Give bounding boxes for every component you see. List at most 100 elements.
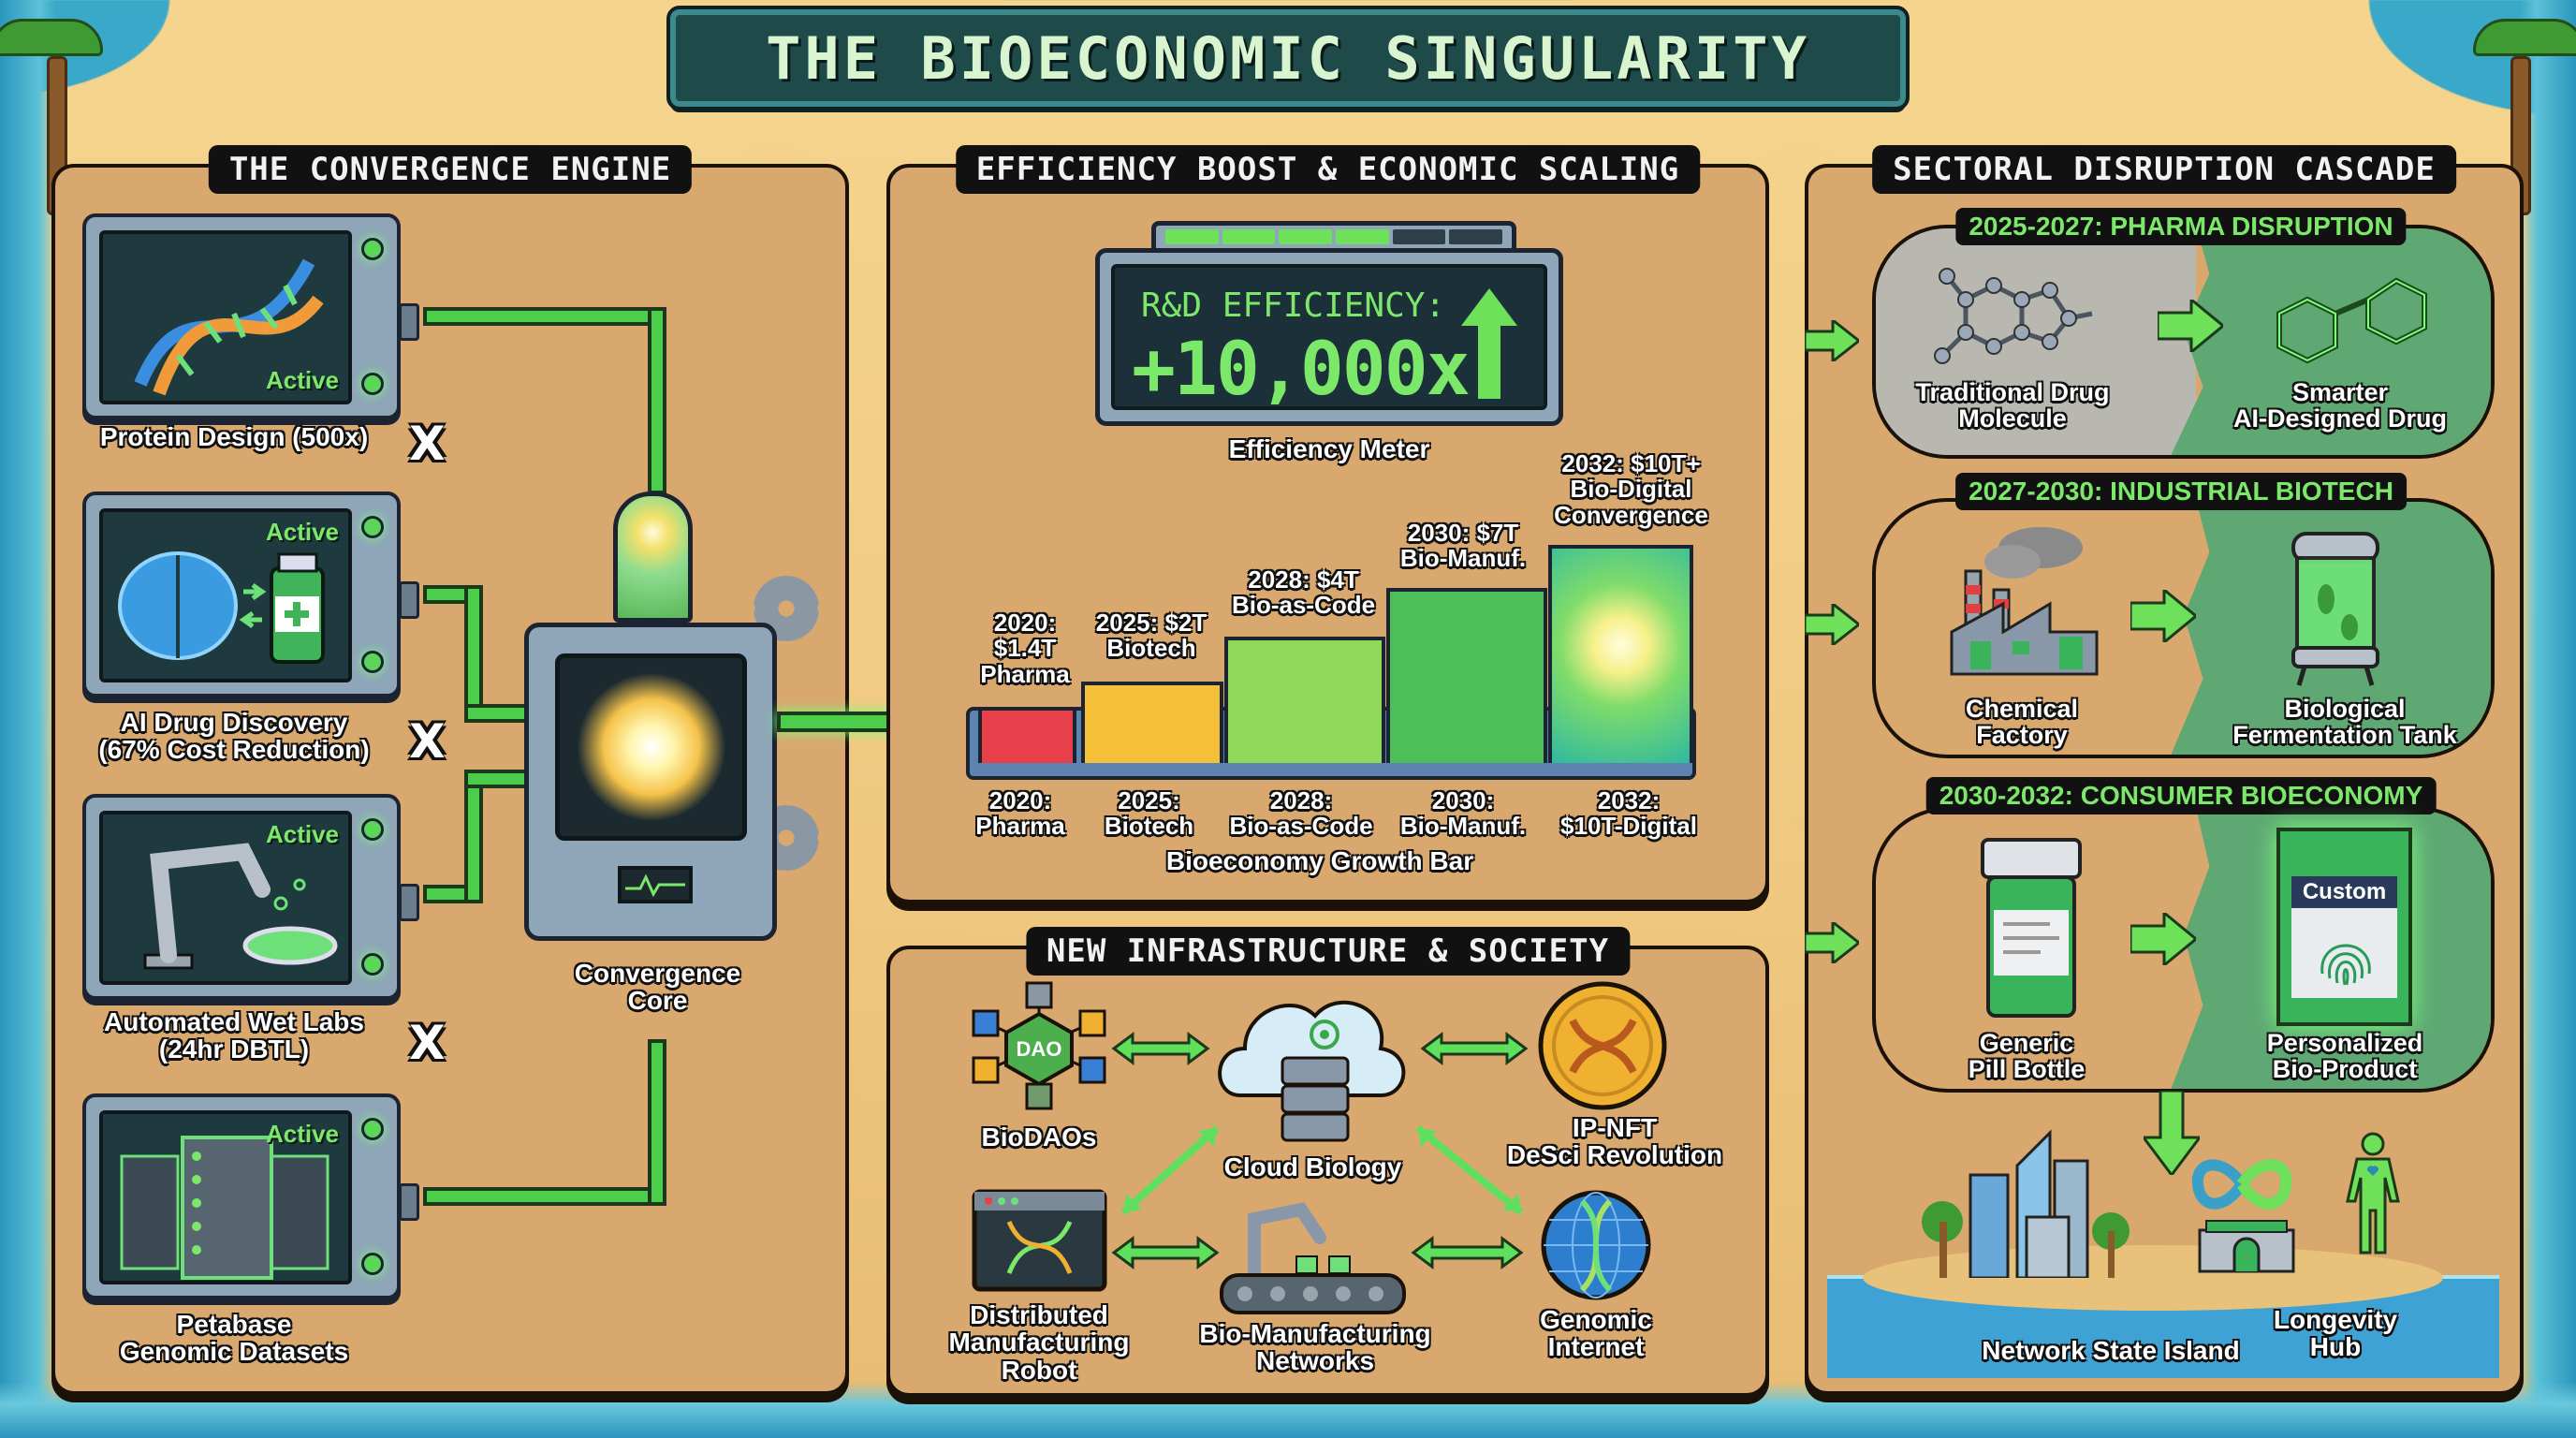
core-dome-bulb-icon — [613, 492, 693, 623]
arrow-right-icon — [1805, 320, 1859, 361]
panel-header: NEW INFRASTRUCTURE & SOCIETY — [1025, 927, 1631, 976]
status-led-icon — [361, 238, 384, 260]
efficiency-meter: R&D EFFICIENCY: +10,000x — [1095, 248, 1563, 426]
cloud-biology-label: Cloud Biology — [1223, 1152, 1402, 1181]
network-state-island-label: Network State Island — [1982, 1336, 2240, 1365]
multiply-icon: X — [409, 1016, 446, 1070]
monitor-screen: Active — [99, 811, 352, 985]
robot-arm-petri-icon — [143, 843, 338, 970]
bar-bottom-label: 2030: Bio-Manuf. — [1399, 786, 1527, 841]
pipe — [464, 770, 530, 788]
pipe — [423, 1187, 666, 1206]
pipe — [464, 772, 483, 903]
arrow-right-icon — [1805, 922, 1859, 963]
panel-header: THE CONVERGENCE ENGINE — [208, 145, 693, 194]
core-screen — [555, 653, 747, 841]
bar-2025 — [1081, 682, 1223, 763]
multiply-icon: X — [409, 417, 446, 471]
protein-design-monitor[interactable]: Active — [82, 213, 419, 419]
bar-top-label: 2028: $4T Bio-as-Code — [1231, 565, 1376, 620]
growth-bar-caption: Bioeconomy Growth Bar — [1165, 846, 1474, 875]
bar-top-label: 2020: $1.4T Pharma — [980, 609, 1070, 688]
pipe — [648, 1039, 666, 1206]
pipe — [648, 307, 666, 494]
automated-wet-labs-monitor[interactable]: Active — [82, 794, 419, 1000]
status-active: Active — [265, 820, 339, 848]
monitor-screen: Active — [99, 508, 352, 682]
infinity-icon — [2191, 1159, 2292, 1210]
status-led-icon — [361, 516, 384, 538]
city-skyline-icon — [1922, 1129, 2130, 1278]
pipe — [464, 585, 483, 716]
bar-2032 — [1548, 545, 1693, 763]
fingerprint-icon — [2320, 944, 2371, 986]
traditional-molecule-icon — [1934, 268, 2093, 364]
port-connector — [399, 303, 419, 341]
genomic-datasets-monitor[interactable]: Active — [82, 1093, 419, 1299]
fermentation-tank-label: Biological Fermentation Tank — [2232, 695, 2457, 750]
island-sand — [1863, 1245, 2443, 1311]
port-connector — [399, 581, 419, 619]
status-active: Active — [265, 366, 339, 394]
pharma-disruption-stage — [1872, 225, 2495, 459]
bar-top-label: 2030: $7T Bio-Manuf. — [1399, 519, 1527, 573]
stage-tag-consumer: 2030-2032: CONSUMER BIOECONOMY — [1925, 777, 2437, 814]
ai-drug-discovery-monitor[interactable]: Active — [82, 492, 419, 697]
ai-designed-drug-label: Smarter AI-Designed Drug — [2232, 378, 2447, 433]
arrow-right-icon — [2130, 590, 2196, 642]
personalized-product-pack: Custom — [2276, 828, 2412, 1026]
page-title-text: THE BIOECONOMIC SINGULARITY — [766, 23, 1810, 93]
bar-bottom-label: 2020: Pharma — [975, 786, 1065, 841]
ai-drug-discovery-label: AI Drug Discovery (67% Cost Reduction) — [98, 708, 370, 765]
longevity-hub-building-icon — [2198, 1220, 2295, 1273]
heartbeat-monitor-icon — [618, 866, 693, 903]
stage-tag-pharma: 2025-2027: PHARMA DISRUPTION — [1955, 208, 2407, 245]
protein-design-label: Protein Design (500x) — [99, 422, 369, 451]
port-connector — [399, 1183, 419, 1221]
bidirectional-arrow-icon — [1111, 1032, 1210, 1065]
arrow-up-icon — [1461, 288, 1517, 399]
monitor-screen: Active — [99, 1110, 352, 1284]
monitor-screen: Active — [99, 230, 352, 404]
bar-bottom-label: 2032: $10T-Digital — [1560, 786, 1697, 841]
bidirectional-arrow-icon — [1420, 1032, 1529, 1065]
conveyor-robot-icon — [1220, 1202, 1406, 1314]
bar-bottom-label: 2025: Biotech — [1104, 786, 1194, 841]
arrow-right-icon — [1805, 604, 1859, 645]
server-rack-icon — [120, 1136, 329, 1280]
bar-2028 — [1224, 637, 1385, 763]
brain-medicine-icon — [118, 551, 325, 664]
custom-badge: Custom — [2291, 876, 2397, 908]
pipe — [423, 307, 666, 326]
dna-globe-icon — [1541, 1190, 1651, 1300]
status-led-icon — [361, 818, 384, 841]
panel-header: SECTORAL DISRUPTION CASCADE — [1872, 145, 2456, 194]
bar-2030 — [1386, 588, 1547, 763]
panel-header: EFFICIENCY BOOST & ECONOMIC SCALING — [955, 145, 1701, 194]
ip-nft-label: IP-NFT DeSci Revolution — [1506, 1113, 1723, 1170]
convergence-core-machine[interactable] — [524, 623, 777, 941]
biodaos-label: BioDAOs — [981, 1123, 1097, 1152]
diagonal-arrow-icon — [1120, 1125, 1220, 1215]
ocean-left — [0, 0, 56, 1438]
fermentation-tank-icon — [2291, 532, 2379, 686]
status-led-icon — [361, 953, 384, 976]
longevity-hub-label: Longevity Hub — [2273, 1305, 2398, 1362]
bio-manufacturing-label: Bio-Manufacturing Networks — [1199, 1319, 1431, 1376]
pipe — [464, 704, 530, 723]
dna-terminal-icon — [972, 1189, 1107, 1292]
meter-screen: R&D EFFICIENCY: +10,000x — [1111, 264, 1547, 412]
meter-title: R&D EFFICIENCY: — [1141, 286, 1446, 325]
arrow-right-icon — [2158, 300, 2223, 352]
pill-bottle-icon — [1981, 838, 2082, 1018]
bidirectional-arrow-icon — [1411, 1236, 1524, 1269]
personalized-bio-product-label: Personalized Bio-Product — [2266, 1029, 2423, 1084]
status-led-icon — [361, 651, 384, 673]
chemical-factory-label: Chemical Factory — [1965, 695, 2079, 750]
bar-2020 — [978, 707, 1076, 763]
cloud-server-icon — [1218, 1000, 1406, 1142]
genomic-internet-label: Genomic Internet — [1540, 1305, 1652, 1362]
bidirectional-arrow-icon — [1111, 1236, 1220, 1269]
human-figure-icon — [2346, 1132, 2400, 1255]
status-active: Active — [265, 1120, 339, 1148]
